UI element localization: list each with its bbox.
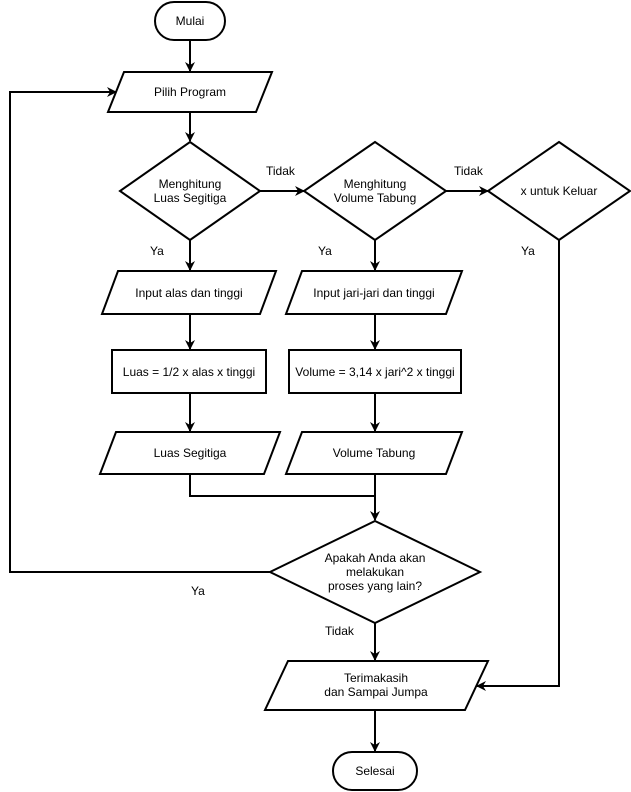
choose-program-label: Pilih Program (154, 85, 226, 99)
edge-output-triangle-to-repeat (189, 474, 375, 497)
decision-triangle-diamond (118, 140, 262, 242)
start-label: Mulai (176, 14, 205, 28)
start-terminal (154, 1, 226, 41)
output-tube-io (284, 431, 464, 475)
thanks-label-2: dan Sampai Jumpa (324, 685, 428, 699)
decision-triangle-label-1: Menghitung (159, 177, 222, 191)
process-tube-label: Volume = 3,14 x jari^2 x tinggi (295, 365, 454, 379)
decision-tube-label-2: Volume Tabung (334, 191, 417, 205)
decision-repeat-diamond (267, 519, 483, 625)
thanks-io (263, 660, 490, 711)
decision-triangle-label-2: Luas Segitiga (154, 191, 227, 205)
edge-label-tube-no: Tidak (454, 164, 484, 178)
edge-label-tube-yes: Ya (318, 244, 332, 258)
end-label: Selesai (355, 764, 394, 778)
process-triangle-box (111, 349, 267, 394)
decision-tube-diamond (302, 140, 448, 242)
edge-label-repeat-yes: Ya (191, 584, 205, 598)
input-tube-label: Input jari-jari dan tinggi (313, 286, 434, 300)
end-terminal (332, 751, 418, 791)
input-triangle-label: Input alas dan tinggi (135, 286, 242, 300)
process-tube-box (288, 349, 462, 394)
choose-program-io (106, 71, 274, 113)
thanks-label-1: Terimakasih (344, 671, 408, 685)
edge-label-exit-yes: Ya (521, 244, 535, 258)
edge-repeat-yes-loop (9, 87, 270, 573)
decision-tube-label-1: Menghitung (344, 177, 407, 191)
decision-repeat-label-3: proses yang lain? (328, 579, 422, 593)
decision-repeat-label-1: Apakah Anda akan (325, 551, 426, 565)
output-triangle-io (98, 431, 282, 475)
edge-label-triangle-no: Tidak (266, 164, 296, 178)
input-triangle-io (100, 270, 278, 315)
edge-label-triangle-yes: Ya (150, 244, 164, 258)
edge-label-repeat-no: Tidak (325, 624, 355, 638)
output-triangle-label: Luas Segitiga (154, 446, 227, 460)
decision-repeat-label-2: melakukan (346, 565, 404, 579)
edge-exit-yes (476, 240, 560, 691)
input-tube-io (284, 270, 464, 315)
process-triangle-label: Luas = 1/2 x alas x tinggi (123, 365, 255, 379)
output-tube-label: Volume Tabung (333, 446, 416, 460)
decision-exit-label: x untuk Keluar (521, 184, 598, 198)
decision-exit-diamond (486, 140, 631, 242)
